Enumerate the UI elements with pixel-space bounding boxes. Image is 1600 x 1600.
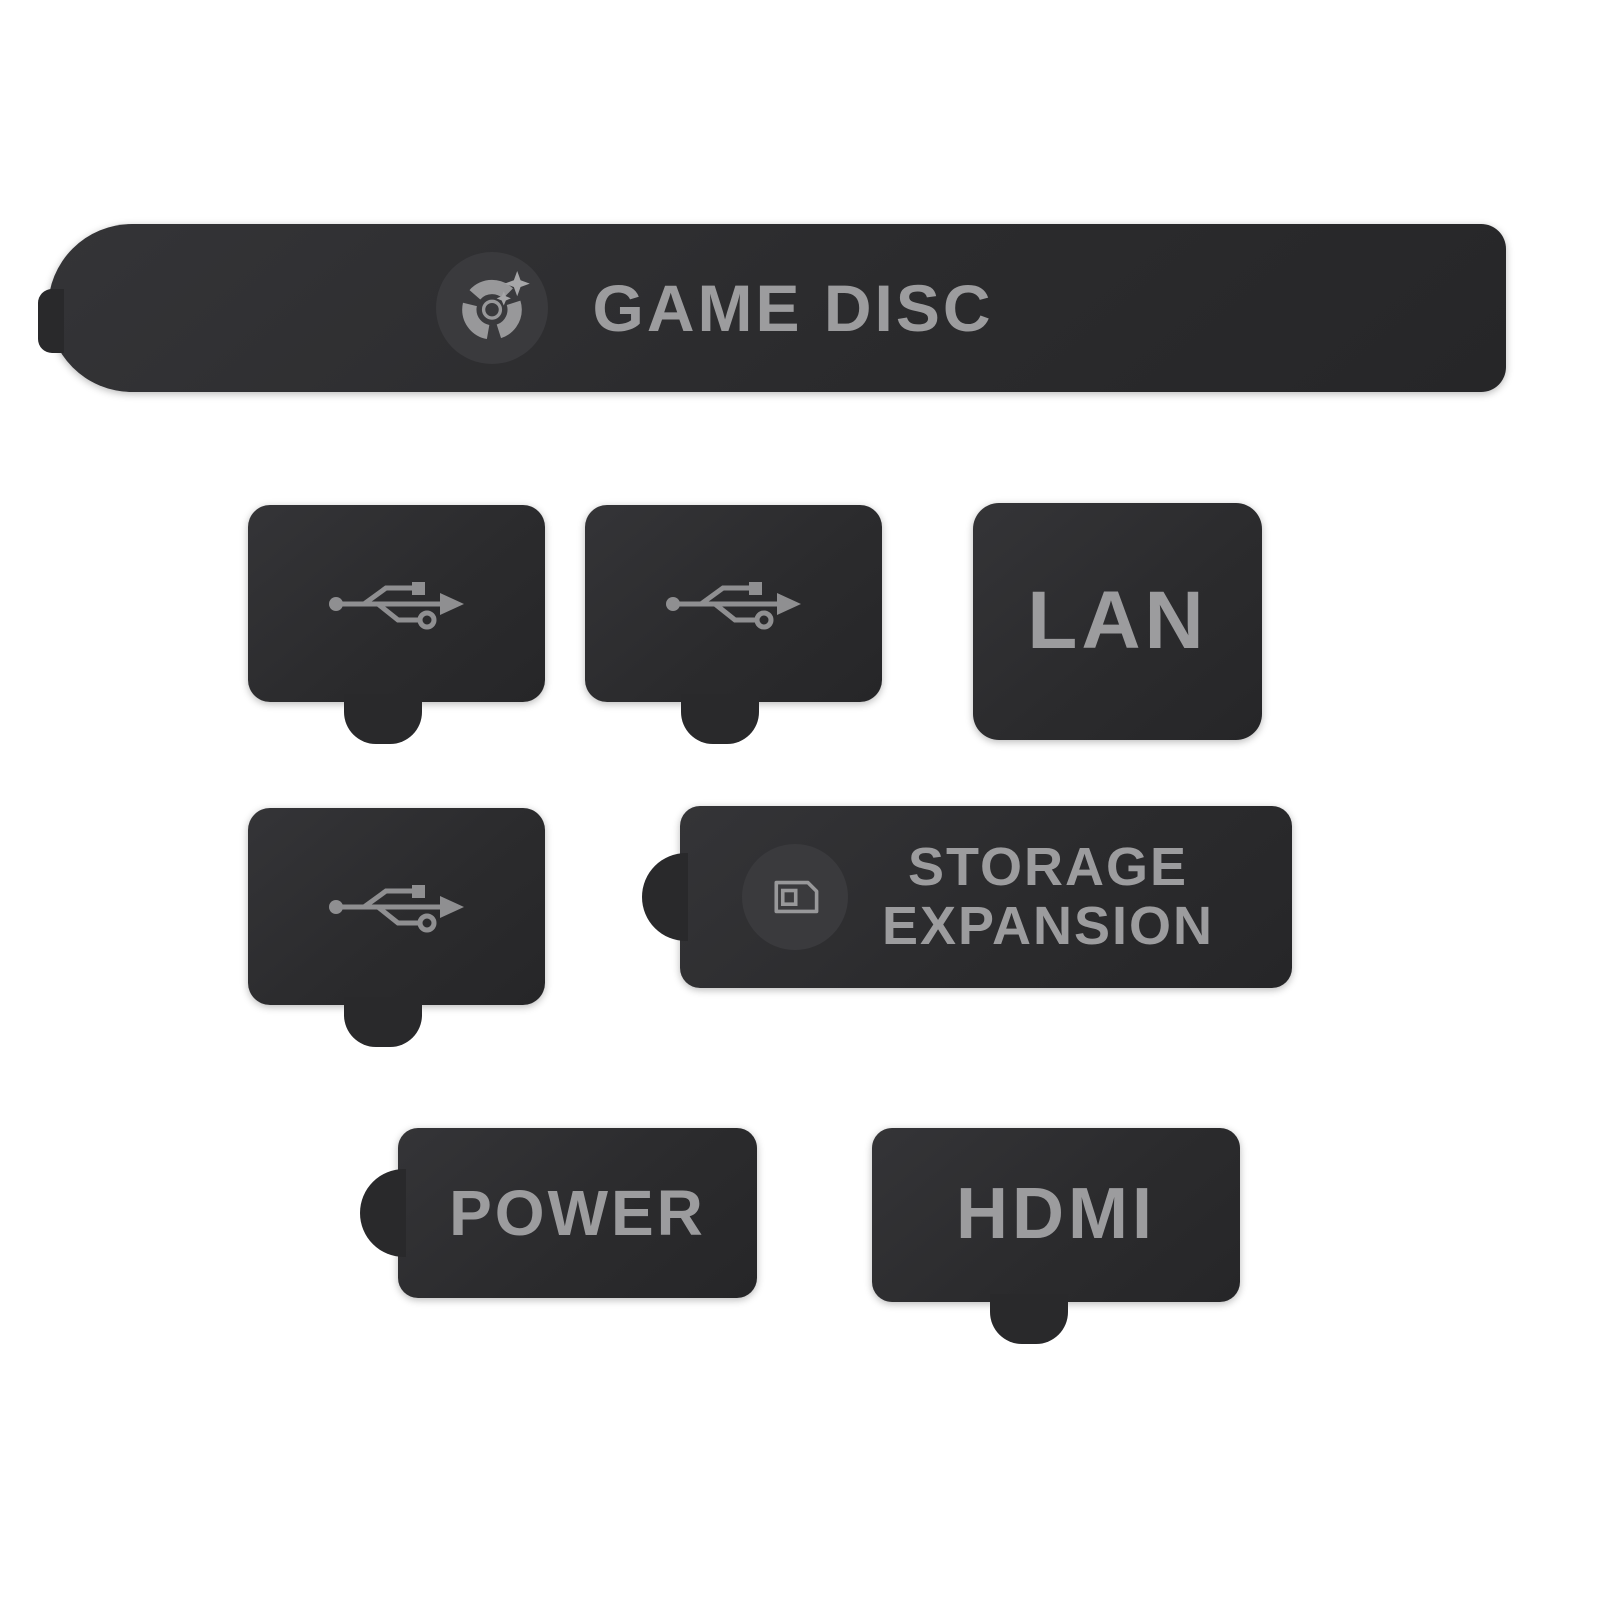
usb-plug-1 (248, 505, 545, 744)
hdmi-plug: HDMI (872, 1128, 1240, 1344)
hdmi-label: HDMI (956, 1174, 1156, 1255)
usb-icon (659, 569, 809, 639)
usb-icon (322, 569, 472, 639)
power-label: POWER (449, 1176, 706, 1249)
game-disc-plug: GAME DISC (38, 224, 1506, 392)
lan-label: LAN (1027, 575, 1208, 667)
storage-expansion-icon (741, 844, 848, 950)
storage-label-line2: EXPANSION (881, 896, 1215, 956)
storage-label-line1: STORAGE (907, 836, 1189, 897)
storage-content: STORAGE EXPANSION (741, 836, 1215, 957)
power-plug: POWER (360, 1128, 757, 1298)
game-disc-content: GAME DISC (436, 252, 993, 364)
storage-expansion-plug: STORAGE EXPANSION (642, 806, 1292, 988)
plug-tab (990, 1294, 1068, 1344)
plug-tab (681, 694, 759, 744)
storage-label: STORAGE EXPANSION (881, 836, 1215, 957)
strip-nub (38, 289, 64, 354)
plug-tab (344, 997, 422, 1047)
usb-plug-3 (248, 808, 545, 1047)
lan-plug: LAN (973, 503, 1262, 740)
plug-tab (642, 853, 688, 941)
plug-tab (344, 694, 422, 744)
game-disc-label: GAME DISC (592, 270, 994, 345)
disc-icon (436, 252, 549, 364)
usb-icon (322, 872, 472, 942)
usb-plug-2 (585, 505, 882, 744)
plug-tab (360, 1169, 406, 1257)
